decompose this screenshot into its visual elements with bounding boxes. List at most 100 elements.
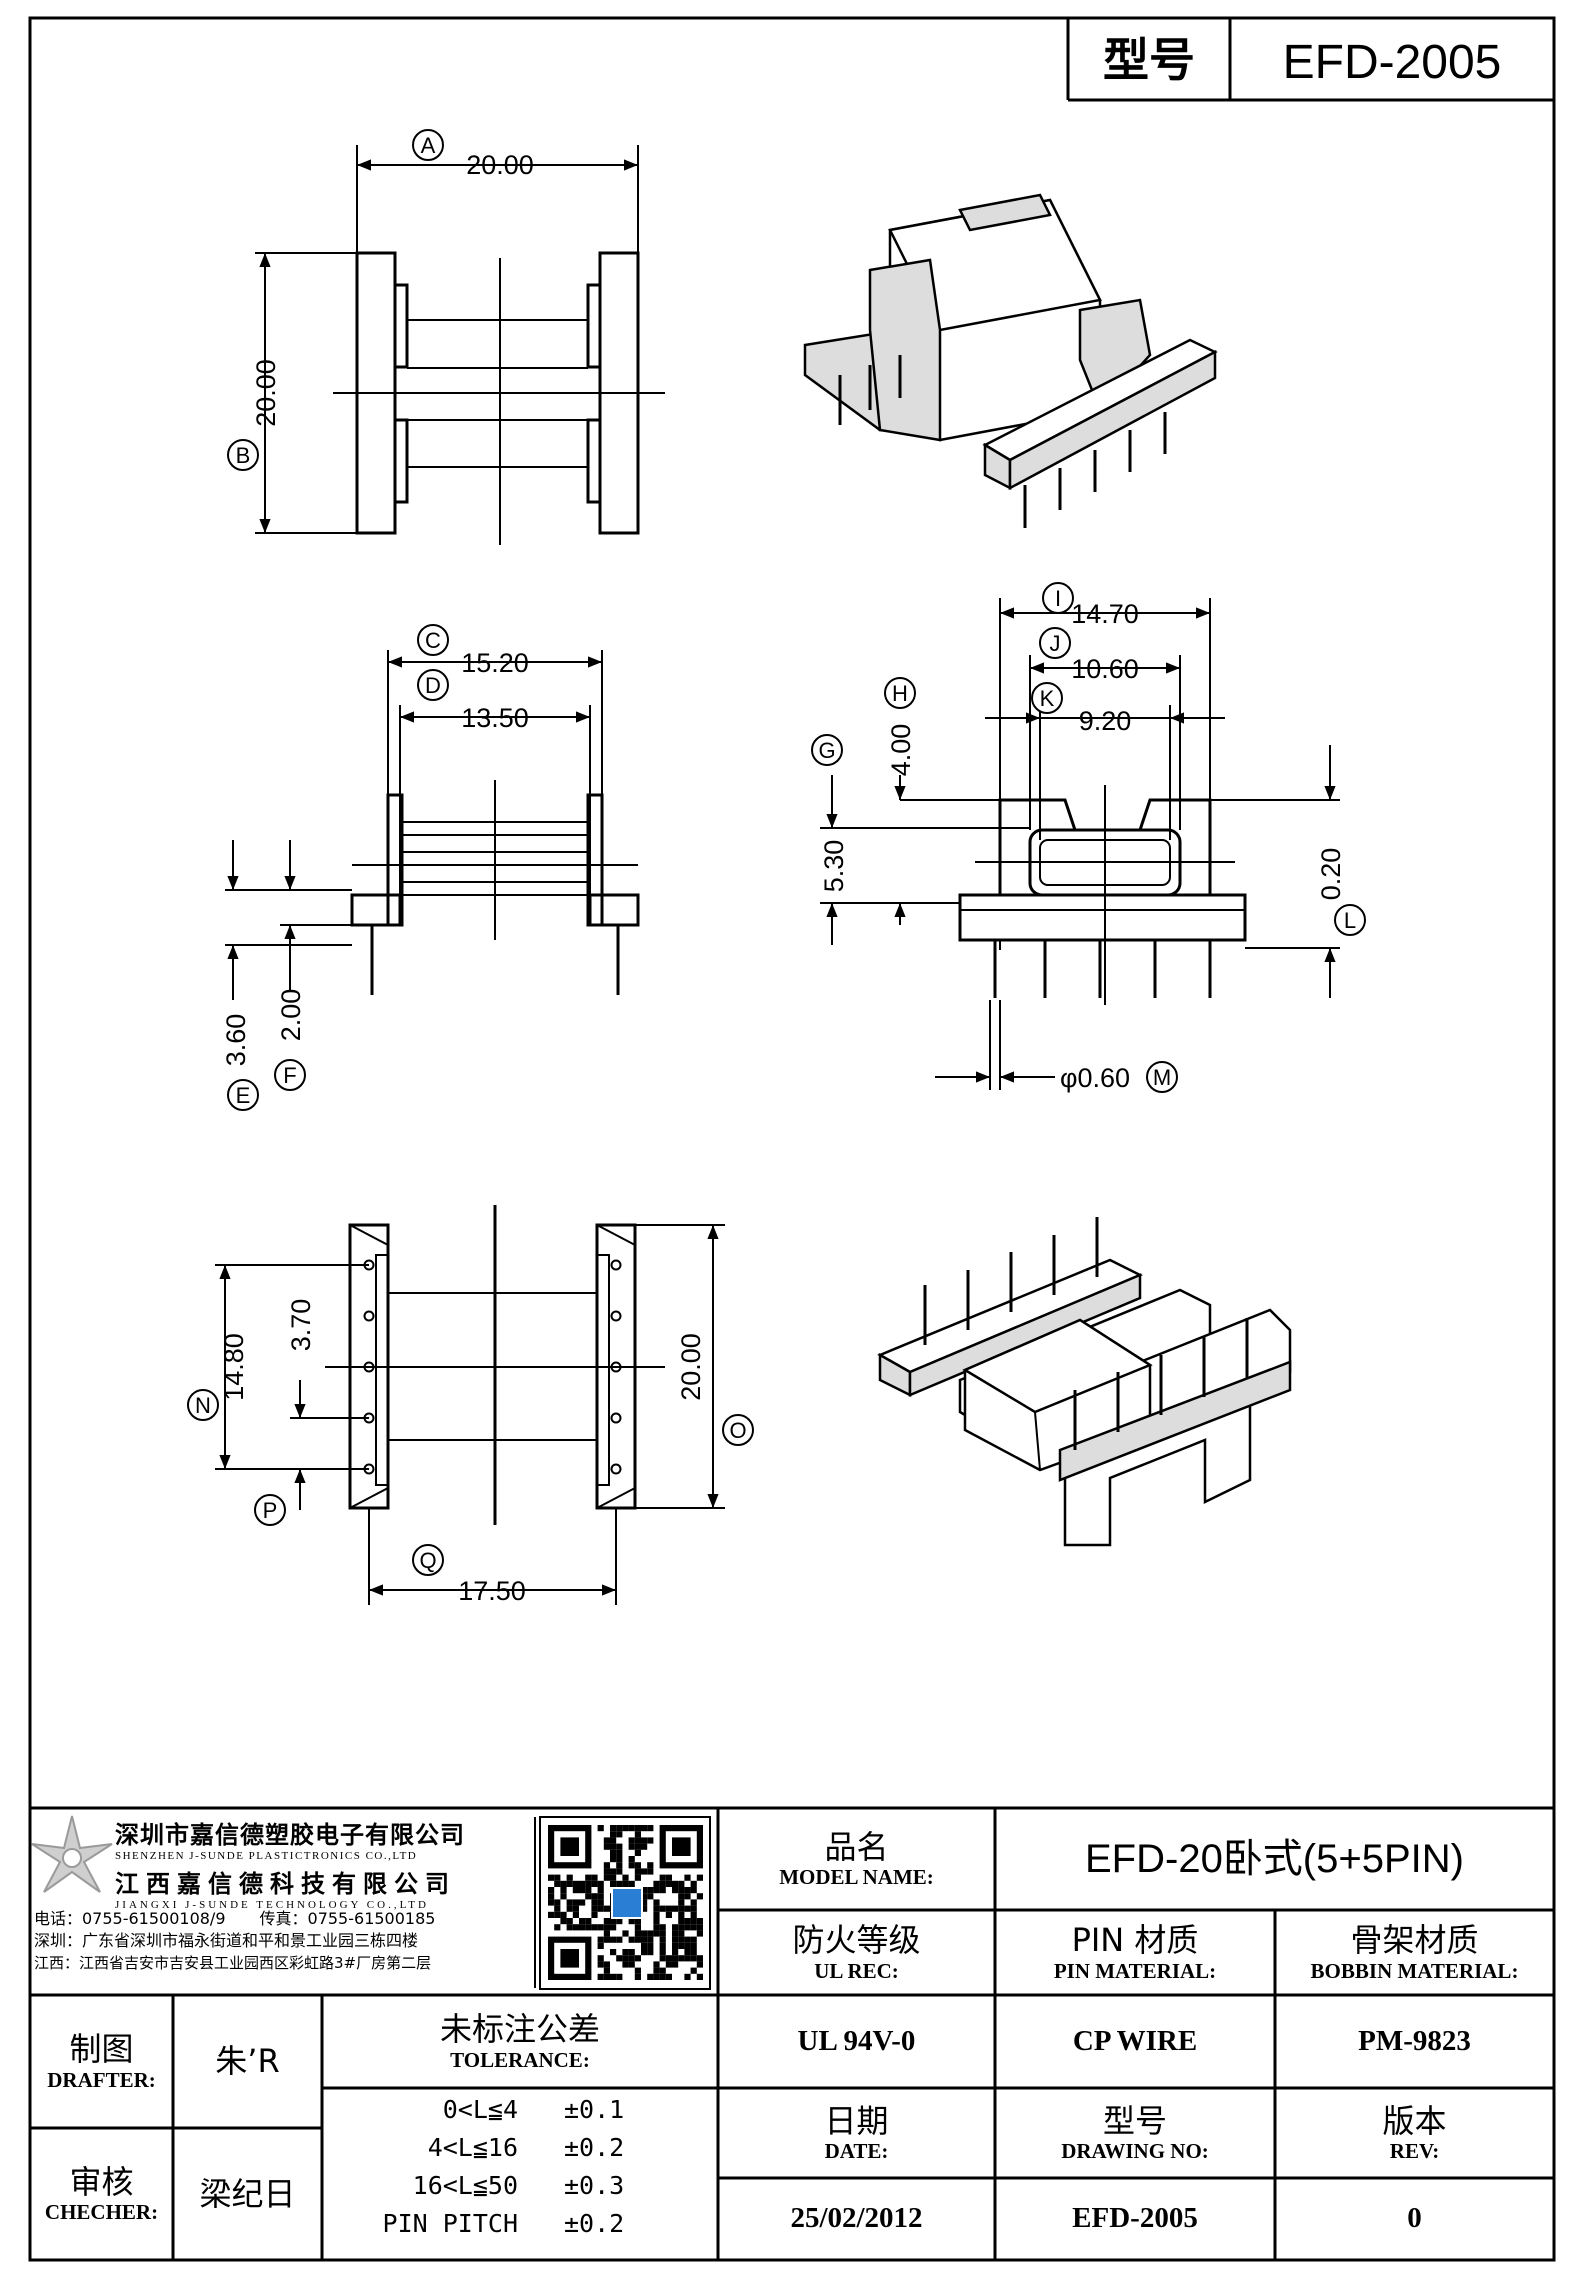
tolerance-range-2: 4<L≦16 [427, 2133, 518, 2162]
company-info: 深圳市嘉信德塑胶电子有限公司 SHENZHEN J-SUNDE PLASTICT… [115, 1815, 535, 1911]
svg-text:N: N [195, 1393, 211, 1418]
dim-j-value: 10.60 [1071, 654, 1139, 684]
dim-h-value: 4.00 [886, 724, 916, 777]
company-fax: 传真：0755-61500185 [259, 1909, 436, 1928]
callout-a: A [412, 129, 444, 161]
checker-value: 梁纪日 [199, 2174, 296, 2213]
svg-text:O: O [729, 1418, 746, 1443]
svg-text:L: L [1344, 908, 1356, 933]
company-addr-jx: 江西：江西省吉安市吉安县工业园西区彩虹路3#厂房第二层 [34, 1954, 432, 1972]
iso-view-top [803, 193, 1218, 528]
callout-l: L [1334, 904, 1366, 936]
front-view [820, 598, 1340, 1090]
svg-text:C: C [425, 628, 441, 653]
callout-c: C [417, 624, 449, 656]
svg-text:E: E [236, 1083, 251, 1108]
svg-text:H: H [892, 681, 908, 706]
pin-material-value: CP WIRE [1072, 2024, 1198, 2057]
top-view [255, 145, 665, 545]
title-block-grid [30, 1806, 1554, 2260]
outer-border [28, 16, 1556, 2262]
date-value: 25/02/2012 [790, 2202, 923, 2235]
svg-text:D: D [425, 673, 441, 698]
tolerance-range-1: 0<L≦4 [442, 2095, 518, 2124]
callout-j: J [1039, 627, 1071, 659]
svg-text:I: I [1055, 586, 1061, 611]
qr-code [539, 1816, 711, 1990]
tolerance-value-1: ±0.1 [564, 2095, 625, 2124]
callout-i: I [1042, 582, 1074, 614]
dimension-callouts: A B CD E F G H IJ K L M N O P Q [187, 129, 1366, 1576]
tolerance-value-3: ±0.3 [564, 2171, 625, 2200]
bobbin-material-value: PM-9823 [1358, 2024, 1471, 2057]
dim-q-value: 17.50 [458, 1576, 526, 1606]
iso-view-bottom [877, 1217, 1292, 1547]
header-type-value: EFD-2005 [1283, 36, 1502, 89]
drawing-no-value: EFD-2005 [1072, 2202, 1198, 2235]
dim-m-value: φ0.60 [1060, 1063, 1130, 1093]
callout-e: E [227, 1079, 259, 1111]
svg-text:M: M [1153, 1065, 1171, 1090]
tolerance-range-3: 16<L≦50 [412, 2171, 518, 2200]
callout-d: D [417, 669, 449, 701]
callout-f: F [274, 1059, 306, 1091]
svg-text:Q: Q [419, 1548, 436, 1573]
svg-text:G: G [818, 738, 835, 763]
dim-c-value: 15.20 [461, 648, 529, 678]
dim-e-value: 3.60 [221, 1014, 251, 1067]
dim-d-value: 13.50 [461, 703, 529, 733]
tolerance-value-2: ±0.2 [564, 2133, 625, 2162]
company-name-sz: 深圳市嘉信德塑胶电子有限公司 [115, 1821, 465, 1849]
callout-o: O [722, 1414, 754, 1446]
rev-value: 0 [1407, 2202, 1422, 2235]
dim-i-value: 14.70 [1071, 599, 1139, 629]
svg-text:P: P [263, 1498, 278, 1523]
dim-a-value: 20.00 [466, 150, 534, 180]
svg-text:K: K [1040, 686, 1055, 711]
company-addr-sz: 深圳：广东省深圳市福永街道和平和景工业园三栋四楼 [34, 1931, 419, 1950]
dim-p-value: 3.70 [286, 1299, 316, 1352]
dim-b-value: 20.00 [251, 359, 281, 427]
callout-n: N [187, 1389, 219, 1421]
dim-n-value: 14.80 [219, 1333, 249, 1401]
callout-h: H [884, 677, 916, 709]
company-name-jx: 江西嘉信德科技有限公司 [115, 1870, 456, 1898]
dim-f-value: 2.00 [276, 989, 306, 1042]
callout-b: B [227, 439, 259, 471]
ul-rec-value: UL 94V-0 [797, 2024, 916, 2057]
svg-text:A: A [421, 133, 436, 158]
dim-g-value: 5.30 [819, 840, 849, 893]
tolerance-table: 0<L≦4 ±0.1 4<L≦16 ±0.2 16<L≦50 ±0.3 PIN … [322, 2095, 718, 2260]
header-type-label: 型号 [1103, 33, 1195, 87]
svg-text:J: J [1050, 631, 1061, 656]
svg-text:B: B [236, 443, 251, 468]
callout-g: G [811, 734, 843, 766]
dim-l-value: 0.20 [1316, 848, 1346, 901]
callout-p: P [254, 1494, 286, 1526]
company-logo [31, 1815, 113, 1893]
bottom-view [215, 1205, 725, 1605]
tolerance-range-4: PIN PITCH [382, 2209, 518, 2238]
header-box [1066, 18, 1554, 102]
svg-text:F: F [283, 1063, 296, 1088]
dim-o-value: 20.00 [676, 1333, 706, 1401]
drafter-value: 朱’R [215, 2042, 280, 2081]
callout-m: M [1146, 1061, 1178, 1093]
company-name-sz-en: SHENZHEN J-SUNDE PLASTICTRONICS CO.,LTD [115, 1850, 418, 1862]
callout-k: K [1031, 682, 1063, 714]
dim-k-value: 9.20 [1079, 706, 1132, 736]
model-name-value: EFD-20卧式(5+5PIN) [1085, 1837, 1464, 1881]
tolerance-value-4: ±0.2 [564, 2209, 625, 2238]
side-view [225, 650, 640, 1000]
